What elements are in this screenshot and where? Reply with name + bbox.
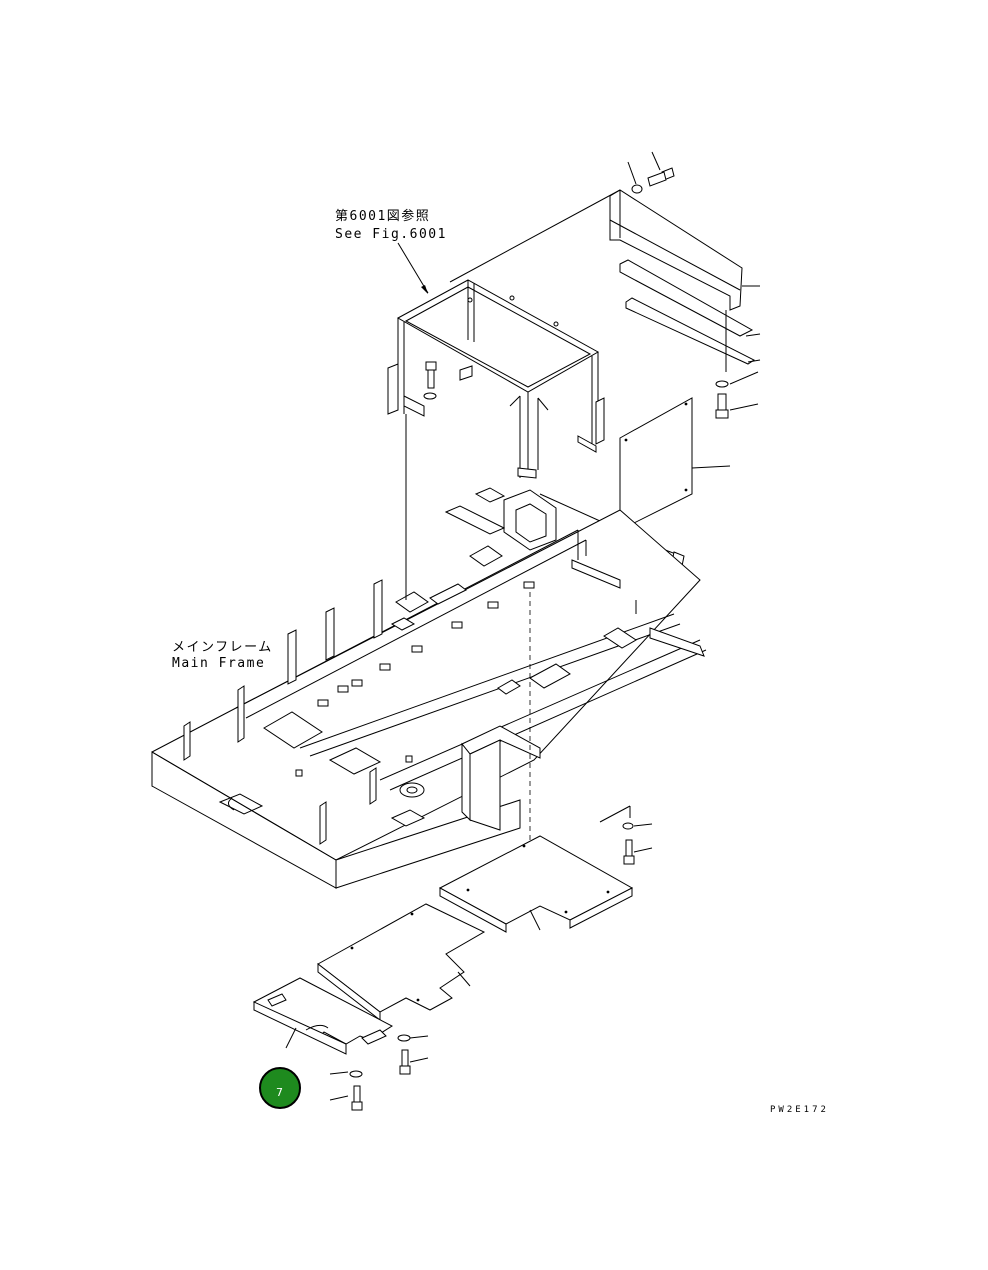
fig-ref-en-label: See Fig.6001 [335, 227, 447, 242]
under-cover-plate-3 [252, 977, 393, 1055]
callout-badge-number: 7 [276, 1086, 283, 1099]
fig-ref-leader [397, 242, 429, 294]
under-cover-plate-1 [438, 835, 634, 933]
under-cover-plate-2 [317, 903, 486, 1022]
drawing-code: PW2E172 [770, 1105, 829, 1115]
rail-fasteners [295, 581, 535, 777]
main-frame-jp-label: メインフレーム [172, 640, 273, 655]
frame-bolt [423, 361, 437, 400]
callout-badge[interactable]: 7 [259, 1067, 301, 1109]
callout-badge-circle[interactable] [259, 1067, 301, 1109]
top-bolt [627, 151, 675, 194]
main-frame [151, 487, 707, 889]
right-leaders [691, 285, 761, 469]
main-frame-en-label: Main Frame [172, 656, 265, 671]
fig-ref-jp-label: 第6001図参照 [335, 208, 430, 224]
plate-corner-ref [599, 805, 631, 823]
cab-support-frame [387, 279, 605, 479]
side-cover-plate [539, 397, 693, 531]
upper-bracket-assembly [449, 189, 755, 372]
right-bolt-stack [715, 371, 759, 419]
bottom-fasteners [329, 822, 653, 1111]
